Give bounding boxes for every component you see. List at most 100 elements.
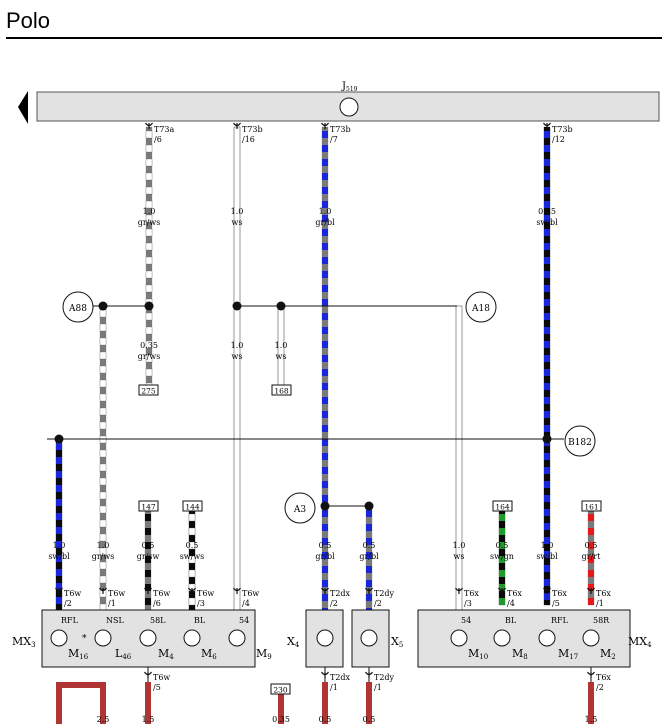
wire-sw-bl-stripe [544,523,550,530]
group-label-x5: X5 [391,635,403,649]
wire-gr-ws-left-stripe [99,323,107,332]
wire-size: 0.5 [363,541,376,550]
component-label-m4: M4 [158,647,174,661]
module-pin-label: T73b [552,125,573,134]
wire-sw-bl-stripe [544,159,550,166]
wire-gr-bl-x4-stripe [322,608,328,610]
module-pin-number: /12 [552,135,565,144]
wire-gr-ws-left-stripe [99,533,107,542]
component-label-m16: M16 [68,647,89,661]
module-pin-label: T73b [242,125,263,134]
ground-wire [588,682,594,724]
connector-pin-label: T6x [596,589,611,598]
wire-color: ws [454,552,465,561]
wire-gr-rt-stripe [588,514,594,521]
wire-size: 1.0 [453,541,466,550]
connector-pin-label: T6w [153,589,170,598]
connector-pin-label: T6w [108,589,125,598]
wire-size: 0.5 [363,715,376,724]
reference-number: 275 [141,387,156,396]
lamp-symbol [228,629,246,647]
wire-sw-bl-stripe [544,551,550,558]
wire-size: 1.5 [585,715,598,724]
junction-dot [54,434,64,444]
lamp-symbol [50,629,68,647]
wire-gr-ws-left-stripe [99,421,107,430]
component-label-m9: M9 [256,647,272,661]
connection-node [465,291,497,323]
wire-gr-bl [321,126,329,507]
connector-pin-number: /4 [242,599,250,608]
wire-gr-rt-stripe [588,598,594,605]
wire-sw-gn-stripe [499,556,505,563]
wire-sw-bl-stripe [544,425,550,432]
module-pin-number: /16 [242,135,255,144]
wire-gr-bl-x5-stripe [366,608,372,610]
wire-gr-ws [145,126,153,389]
wire-sw-bl-stripe [544,243,550,250]
wire-size: 1.0 [319,207,332,216]
connection-node [62,291,94,323]
connector-pin-label: T6x [507,589,522,598]
wire-gr-bl-stripe [322,355,328,362]
node-label: B182 [568,438,592,448]
note-star: * [82,634,87,644]
wire-sw-bl-stripe [544,201,550,208]
wire-sw-bl-stripe [544,187,550,194]
wire-sw-bl-stripe [544,453,550,460]
wire-size: 0.35 [140,341,158,350]
wire-gr-ws-stripe [145,340,153,349]
wire-gr-bl-x4-stripe [322,524,328,531]
junction-dot [276,301,286,311]
ground-pin-number: /1 [330,683,338,692]
control-module-bar [36,91,660,122]
junction-dot [144,301,154,311]
wire-ws-right [455,305,463,611]
lamp-label: RFL [551,616,569,625]
wire-color: gr/ws [138,218,161,227]
wire-gr-bl-stripe [322,411,328,418]
left-arrow-icon [18,91,28,124]
wire-gr-bl-x5-stripe [366,552,372,559]
ground-wire [278,694,284,724]
wire-size: 1.0 [53,541,66,550]
reference-number: 164 [495,503,510,512]
wire-size: 0.5 [142,541,155,550]
lamp-symbol [94,629,112,647]
wire-gr-ws-stripe [145,144,153,153]
wire-sw-bl-left-stripe [56,597,62,604]
reference-number: 230 [273,686,288,695]
wire-gr-bl-stripe [322,327,328,334]
connector-pin-label: T6w [197,589,214,598]
wire-gr-rt-stripe [588,584,594,591]
reference-box [270,683,291,695]
lamp-label: BL [194,616,206,625]
ground-pin-label: T6w [153,673,170,682]
wire-sw-bl-stripe [544,131,550,138]
reference-number: 161 [584,503,598,512]
wire-sw-bl-left [55,438,63,611]
connector-pin-label: T6x [464,589,479,598]
wire-gr-bl-stripe [322,397,328,404]
wire-sw-bl-left-stripe [56,499,62,506]
wire-gr-rt-stripe [588,528,594,535]
wire-sw-gn-stripe [499,542,505,549]
wire-sw-ws-stripe [188,513,196,522]
wire-sw-bl-stripe [544,341,550,348]
wire-gr-bl-stripe [322,145,328,152]
connector-pin-label: T2dy [374,589,395,598]
wire-gr-sw-stripe [145,556,151,563]
wire-sw-bl-left-stripe [56,569,62,576]
connector-pin-number: /1 [596,599,604,608]
wire-gr-ws-left-stripe [99,379,107,388]
junction-dot [232,301,242,311]
wire-gr-rt-stripe [588,556,594,563]
wire-color: sw/gn [490,552,514,561]
wire-gr-sw-stripe [145,598,151,605]
wire-size: 1.0 [231,207,244,216]
wire-gr-bl-stripe [322,383,328,390]
reference-box [492,500,513,512]
wire-sw-bl-left-stripe [56,583,62,590]
wire-sw-bl-stripe [544,481,550,488]
wire-gr-sw-stripe [145,584,151,591]
